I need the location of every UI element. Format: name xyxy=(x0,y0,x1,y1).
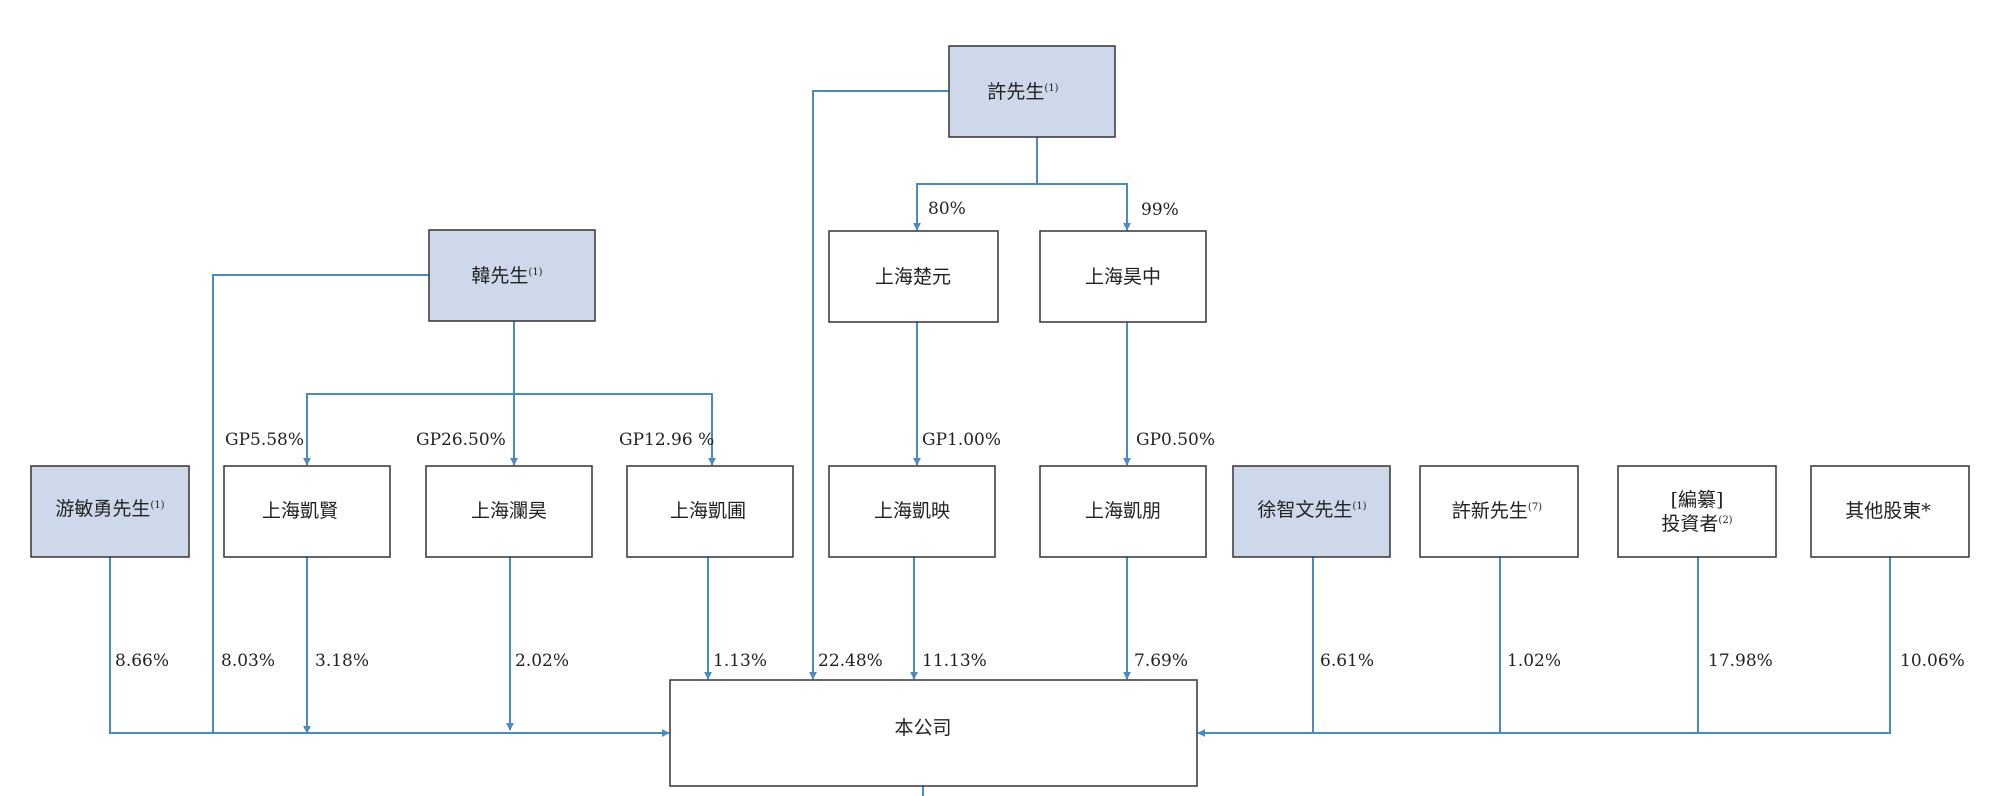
connectors xyxy=(109,90,1891,796)
edge-xu-haozhong xyxy=(1037,183,1131,231)
node-investors-line1: [編纂] xyxy=(1671,489,1724,511)
node-you-label: 游敏勇先生(1) xyxy=(55,498,164,520)
node-xuzhiwen-name: 徐智文先生 xyxy=(1257,499,1352,521)
nodes: 許先生(1) 韓先生(1) 上海楚元 上海昊中 游敏勇先生(1) 上海凱賢 上海… xyxy=(30,45,1970,787)
node-kaixian-label: 上海凱賢 xyxy=(262,500,338,522)
edge-han-company xyxy=(212,274,429,733)
label-xuxin-company: 1.02% xyxy=(1507,651,1561,671)
edge-han-kaixian xyxy=(303,393,514,466)
node-han-box[interactable] xyxy=(428,229,596,322)
edge-labels: 80% 99% GP5.58% GP26.50% GP12.96 % GP1.0… xyxy=(115,199,1965,671)
node-xuzhiwen-box[interactable] xyxy=(1232,465,1391,558)
node-haozhong-label: 上海昊中 xyxy=(1085,266,1161,288)
node-others-label: 其他股東* xyxy=(1845,500,1931,522)
edge-you-company xyxy=(109,557,670,737)
node-you-name: 游敏勇先生 xyxy=(55,498,150,520)
node-you-box[interactable] xyxy=(30,465,190,558)
node-xuzhiwen-footnote: (1) xyxy=(1352,501,1366,512)
label-chuyuan-kaiying: GP1.00% xyxy=(922,430,1001,450)
node-xuxin-label: 許新先生(7) xyxy=(1452,500,1542,522)
node-xuxin-footnote: (7) xyxy=(1528,502,1542,513)
label-kaipeng-company: 7.69% xyxy=(1134,651,1188,671)
node-lanhao-box[interactable] xyxy=(425,465,593,558)
node-kaipeng-box[interactable] xyxy=(1039,465,1207,558)
node-chuyuan-label: 上海楚元 xyxy=(875,266,951,288)
label-haozhong-kaipeng: GP0.50% xyxy=(1136,430,1215,450)
label-others-company: 10.06% xyxy=(1900,651,1965,671)
node-xu-footnote: (1) xyxy=(1044,83,1058,94)
node-haozhong-box[interactable] xyxy=(1039,230,1207,323)
node-others-box[interactable] xyxy=(1810,465,1970,558)
node-investors-name: 投資者 xyxy=(1661,513,1718,535)
node-lanhao-label: 上海瀾昊 xyxy=(471,500,547,522)
label-xu-chuyuan: 80% xyxy=(928,199,966,219)
label-investors-company: 17.98% xyxy=(1708,651,1773,671)
label-kaiying-company: 11.13% xyxy=(922,651,987,671)
node-chuyuan-box[interactable] xyxy=(828,230,999,323)
node-xuxin-box[interactable] xyxy=(1419,465,1579,558)
node-kaixian-box[interactable] xyxy=(223,465,391,558)
node-xu-box[interactable] xyxy=(948,45,1116,138)
node-xu-name: 許先生 xyxy=(987,81,1044,103)
label-kaixian-company: 3.18% xyxy=(315,651,369,671)
node-han-name: 韓先生 xyxy=(471,265,528,287)
label-xu-haozhong: 99% xyxy=(1141,200,1179,220)
label-kaipu-company: 1.13% xyxy=(713,651,767,671)
edge-xu-chuyuan xyxy=(913,183,1037,231)
label-han-kaixian: GP5.58% xyxy=(225,430,304,450)
edge-xu-company xyxy=(809,90,949,680)
node-han-label: 韓先生(1) xyxy=(471,265,542,287)
edge-others-company xyxy=(1197,557,1891,737)
label-han-company: 8.03% xyxy=(221,651,275,671)
label-you-company: 8.66% xyxy=(115,651,169,671)
node-company-label: 本公司 xyxy=(894,717,951,739)
node-xuzhiwen-label: 徐智文先生(1) xyxy=(1257,499,1366,521)
node-kaipu-box[interactable] xyxy=(626,465,794,558)
node-you-footnote: (1) xyxy=(150,500,164,511)
label-han-kaipu: GP12.96 % xyxy=(619,430,714,450)
label-xu-company: 22.48% xyxy=(818,651,883,671)
node-company-box[interactable] xyxy=(669,679,1198,787)
node-investors-line2: 投資者(2) xyxy=(1661,513,1732,535)
node-investors-footnote: (2) xyxy=(1718,515,1732,526)
node-kaipu-label: 上海凱圃 xyxy=(670,500,746,522)
node-kaiying-label: 上海凱映 xyxy=(874,500,950,522)
node-kaipeng-label: 上海凱朋 xyxy=(1085,500,1161,522)
edge-han-kaipu xyxy=(514,393,716,466)
label-lanhao-company: 2.02% xyxy=(515,651,569,671)
label-xuzhiwen-company: 6.61% xyxy=(1320,651,1374,671)
node-han-footnote: (1) xyxy=(528,267,542,278)
node-kaiying-box[interactable] xyxy=(828,465,996,558)
node-xuxin-name: 許新先生 xyxy=(1452,500,1528,522)
label-han-lanhao: GP26.50% xyxy=(416,430,506,450)
node-xu-label: 許先生(1) xyxy=(987,81,1058,103)
node-investors-box[interactable] xyxy=(1617,465,1777,558)
